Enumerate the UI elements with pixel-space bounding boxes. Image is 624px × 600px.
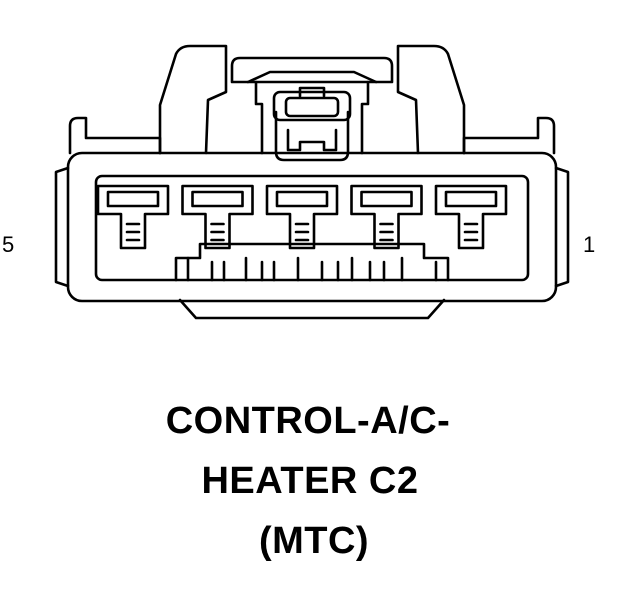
connector-lock-bridge-inner: [246, 70, 378, 84]
connector-left-corner-tab: [68, 116, 162, 155]
connector-lock-tab: [272, 90, 352, 122]
connector-lock-key: [274, 110, 350, 162]
connector-cavity: [350, 184, 423, 250]
connector-lock-bridge: [230, 56, 394, 84]
connector-right-latch-arm: [396, 44, 466, 155]
connector-caption-line3: (MTC): [258, 520, 370, 562]
connector-lock-housing: [254, 80, 370, 155]
pin-label-1: 1: [583, 232, 596, 257]
connector-cavity: [96, 184, 170, 250]
connector-inner-face: [94, 174, 530, 282]
connector-cavity: [181, 184, 254, 250]
connector-right-corner-tab: [462, 116, 556, 155]
connector-lock-window: [284, 96, 340, 118]
terminal-row: [174, 242, 450, 282]
connector-cavity: [434, 184, 508, 250]
connector-right-flange: [554, 166, 570, 288]
connector-face-drawing: [54, 44, 570, 320]
connector-caption-line1: CONTROL-A/C-: [165, 400, 451, 442]
terminal-ticks: [186, 256, 438, 282]
connector-caption-line2: HEATER C2: [201, 460, 419, 502]
connector-cavity: [265, 184, 339, 250]
connector-left-latch-arm: [158, 44, 228, 155]
connector-left-flange: [54, 166, 70, 288]
connector-shell-outer: [66, 151, 558, 303]
connector-cavities: [96, 184, 508, 250]
connector-lock-notch: [298, 86, 326, 98]
connector-lock-key-inner: [286, 128, 338, 152]
pin-label-5: 5: [2, 232, 15, 257]
connector-bottom-skirt: [178, 298, 446, 320]
